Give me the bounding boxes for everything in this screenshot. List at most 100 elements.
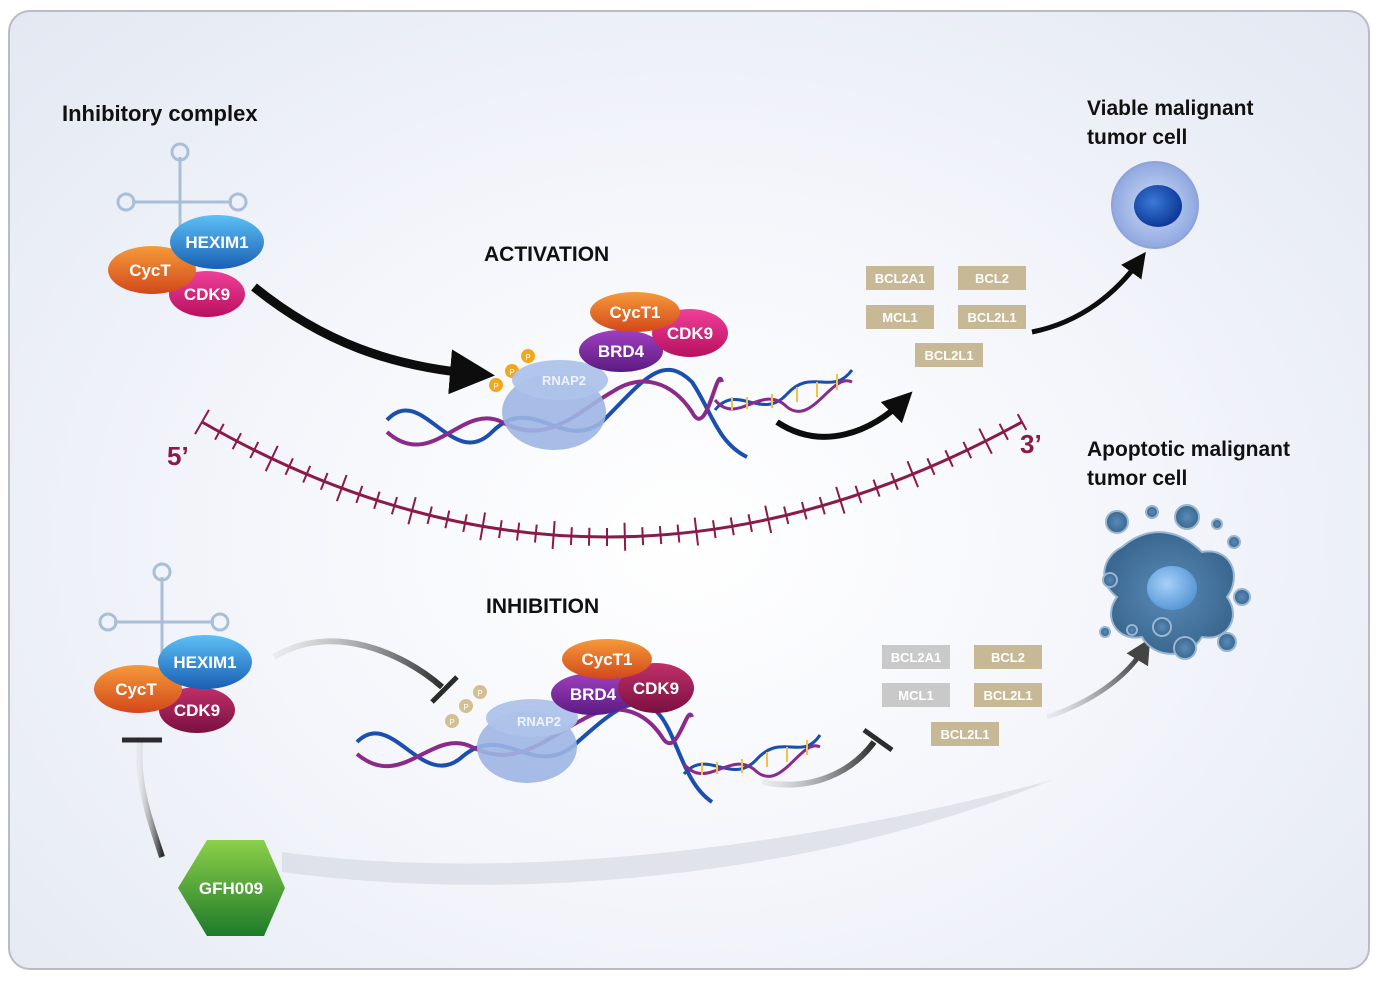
hexim1-protein-bottom: HEXIM1: [158, 635, 252, 689]
inhibit-bar-icon: [862, 727, 894, 753]
brd4-protein-top: BRD4: [579, 330, 663, 372]
brd4-protein-bottom: BRD4: [551, 673, 635, 715]
svg-text:BCL2: BCL2: [975, 271, 1009, 286]
strand-tick: [355, 485, 364, 504]
strand-tick: [407, 496, 417, 525]
strand-tick: [302, 465, 312, 483]
strand-tick: [426, 506, 433, 525]
gene-box-active: MCL1: [866, 305, 934, 329]
strand-tick: [498, 520, 503, 539]
strand-tick: [390, 496, 398, 515]
gene-box-active: BCL2L1: [915, 343, 983, 367]
strand-tick: [319, 472, 329, 491]
svg-text:CDK9: CDK9: [174, 701, 220, 720]
inhibition-heading: INHIBITION: [486, 595, 599, 618]
strand-tick: [978, 428, 993, 455]
strand-tick: [479, 512, 487, 541]
strand-tick: [926, 457, 936, 476]
strand-tick: [783, 506, 790, 525]
svg-text:BCL2A1: BCL2A1: [891, 650, 942, 665]
svg-text:P: P: [509, 368, 514, 377]
svg-text:CycT1: CycT1: [581, 650, 632, 669]
viable-cell-label-line2: tumor cell: [1087, 126, 1187, 149]
strand-tick: [906, 460, 919, 488]
five-prime-label: 5’: [167, 441, 189, 471]
svg-text:CycT: CycT: [129, 261, 171, 280]
strand-tick: [676, 524, 681, 543]
svg-text:BCL2: BCL2: [991, 650, 1025, 665]
gfh009-drug-hexagon: GFH009: [178, 840, 285, 936]
apoptotic-cell-label-line1: Apoptotic malignant: [1087, 438, 1290, 461]
cyct1-protein-inhibition: CycT1: [562, 639, 652, 679]
cdk9-protein-inhibition: CDK9: [618, 663, 694, 713]
strand-tick: [284, 457, 294, 476]
cyct-protein-top: CycT: [108, 246, 196, 294]
strand-tick: [264, 445, 279, 472]
diagram-canvas: Inhibitory complex CDK9 CycT HEXIM1 ACTI…: [62, 97, 1290, 936]
gene-box-inhibited: BCL2: [974, 645, 1042, 669]
svg-text:CycT: CycT: [115, 680, 157, 699]
three-prime-label: 3’: [1020, 429, 1042, 459]
strand-tick: [335, 474, 348, 502]
strand-tick: [444, 510, 451, 529]
mrna-strand-arc: [194, 409, 1028, 551]
strand-tick: [373, 491, 381, 510]
strand-tick: [944, 449, 954, 468]
strand-tick: [641, 527, 645, 546]
strand-tick: [835, 486, 846, 514]
gene-box-active: BCL2A1: [866, 266, 934, 290]
viable-tumor-cell-icon: [1111, 161, 1199, 249]
strand-tick: [747, 514, 753, 533]
gene-box-active: BCL2: [958, 266, 1026, 290]
survival-arrow: [1031, 251, 1146, 335]
strand-tick: [712, 520, 717, 539]
release-arrow: [251, 283, 495, 395]
inhibit-bar-icon: [430, 675, 459, 704]
strand-tick: [764, 505, 773, 534]
svg-text:BCL2L1: BCL2L1: [983, 688, 1032, 703]
mrna-helix-top: [713, 369, 854, 413]
svg-text:BCL2L1: BCL2L1: [967, 310, 1016, 325]
gene-box-inhibited: BCL2L1: [931, 722, 999, 746]
diagram-frame: Inhibitory complex CDK9 CycT HEXIM1 ACTI…: [8, 10, 1370, 970]
gene-box-inhibited: MCL1: [882, 683, 950, 707]
svg-text:P: P: [493, 382, 498, 391]
strand-tick: [872, 479, 881, 497]
strand-tick: [800, 501, 808, 520]
strand-tick: [998, 423, 1009, 441]
strand-tick: [249, 441, 260, 459]
svg-text:P: P: [449, 718, 454, 727]
strand-tick: [214, 423, 225, 441]
svg-text:BCL2L1: BCL2L1: [940, 727, 989, 742]
drug-sweep: [282, 780, 1052, 885]
strand-tick: [623, 522, 627, 551]
svg-text:CDK9: CDK9: [184, 285, 230, 304]
rnap2-polymerase-bottom: RNAP2: [477, 699, 578, 783]
apoptotic-cell-label-line2: tumor cell: [1087, 467, 1187, 490]
apoptotic-nucleus-icon: [1147, 566, 1197, 610]
svg-text:MCL1: MCL1: [882, 310, 917, 325]
svg-text:BCL2A1: BCL2A1: [875, 271, 926, 286]
strand-tick: [729, 517, 735, 536]
blocked-release-line: [272, 638, 444, 690]
svg-text:MCL1: MCL1: [898, 688, 933, 703]
svg-text:CDK9: CDK9: [667, 324, 713, 343]
transcription-arrow-top: [775, 391, 913, 440]
strand-tick: [231, 432, 242, 450]
strand-tick: [1016, 413, 1028, 431]
svg-text:BCL2L1: BCL2L1: [924, 348, 973, 363]
strand-tick: [658, 525, 663, 545]
svg-text:P: P: [463, 703, 468, 712]
svg-text:GFH009: GFH009: [199, 879, 263, 898]
svg-text:P: P: [477, 689, 482, 698]
svg-text:BRD4: BRD4: [570, 685, 617, 704]
hexim1-protein-top: HEXIM1: [170, 215, 264, 269]
strand-tick: [693, 517, 700, 546]
strand-tick: [854, 485, 863, 504]
gene-box-active: BCL2L1: [958, 305, 1026, 329]
drug-inhibit-line: [136, 741, 165, 858]
inhibitory-complex-label: Inhibitory complex: [62, 101, 258, 126]
strand-tick: [551, 521, 556, 550]
svg-text:RNAP2: RNAP2: [542, 373, 586, 388]
svg-text:HEXIM1: HEXIM1: [185, 233, 248, 252]
